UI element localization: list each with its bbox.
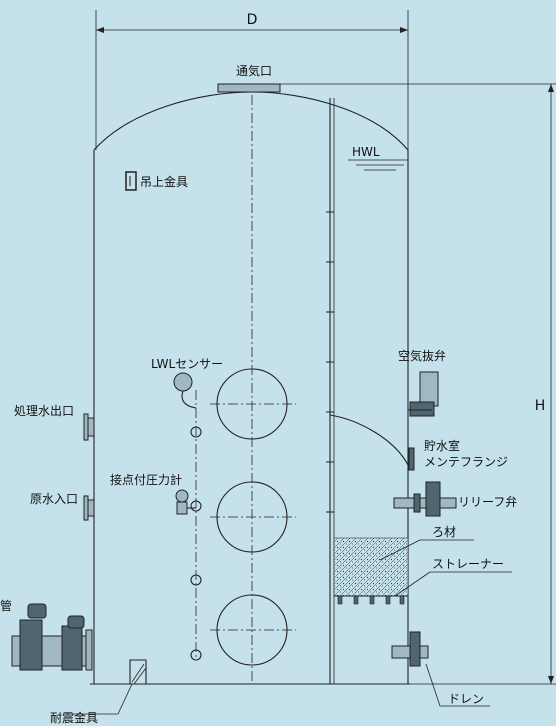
vent: 通気口: [217, 63, 281, 93]
storage-flange: 貯水室 メンテフランジ: [408, 438, 508, 471]
dimension-h-label: H: [535, 398, 546, 414]
flange-icon: [83, 413, 89, 441]
raw-inlet-label: 原水入口: [30, 492, 78, 506]
storage-flange-label-2: メンテフランジ: [424, 455, 508, 469]
strainer-label: ストレーナー: [432, 557, 504, 571]
relief-valve-label: リリーフ弁: [458, 494, 517, 509]
seismic-bracket: 耐震金具: [50, 659, 147, 725]
valve-icon: [19, 619, 43, 671]
valve-icon: [425, 481, 441, 517]
lifting-lug: 吊上金具: [125, 171, 188, 191]
dimension-d: D: [95, 10, 409, 150]
dimension-h: H: [280, 83, 556, 685]
raw-water-inlet: 原水入口: [30, 492, 95, 521]
dimension-d-label: D: [247, 12, 258, 28]
lwl-sensor: LWLセンサー: [151, 357, 223, 409]
strainer: ストレーナー: [334, 557, 512, 605]
level-ticks: [326, 211, 334, 513]
level-gauge: [190, 390, 202, 661]
lwl-sensor-label: LWLセンサー: [151, 357, 223, 371]
manhole-top: [210, 368, 296, 440]
flange-icon: [408, 447, 415, 471]
flange-icon: [83, 495, 89, 521]
lifting-lug-icon: [125, 171, 137, 191]
drain: ドレン: [391, 631, 490, 707]
manhole-bottom: [210, 594, 296, 666]
valve-icon: [419, 371, 439, 407]
pressure-gauge-label: 接点付圧力計: [110, 472, 182, 487]
treated-water-outlet: 処理水出口: [14, 404, 95, 441]
valve-icon: [61, 625, 83, 671]
hwl-mark: HWL: [348, 145, 408, 171]
pressure-gauge: 接点付圧力計: [110, 472, 196, 515]
drain-label: ドレン: [448, 692, 484, 706]
treated-outlet-label: 処理水出口: [14, 404, 74, 418]
storage-flange-label-1: 貯水室: [424, 438, 460, 453]
seismic-bracket-label: 耐震金具: [50, 710, 98, 725]
manhole-middle: [210, 481, 296, 553]
pipe-assembly: 管: [0, 598, 93, 671]
valve-icon: [409, 631, 421, 667]
strainer-nozzle-icon: [337, 595, 405, 605]
air-release-valve-label: 空気抜弁: [398, 348, 446, 363]
air-release-valve: 空気抜弁: [398, 348, 446, 417]
relief-valve: リリーフ弁: [393, 481, 517, 517]
hwl-label: HWL: [352, 145, 380, 159]
filter-media-label: ろ材: [432, 525, 456, 539]
vent-label: 通気口: [236, 63, 272, 78]
lifting-lug-label: 吊上金具: [140, 174, 188, 189]
pipe-label: 管: [0, 598, 12, 613]
